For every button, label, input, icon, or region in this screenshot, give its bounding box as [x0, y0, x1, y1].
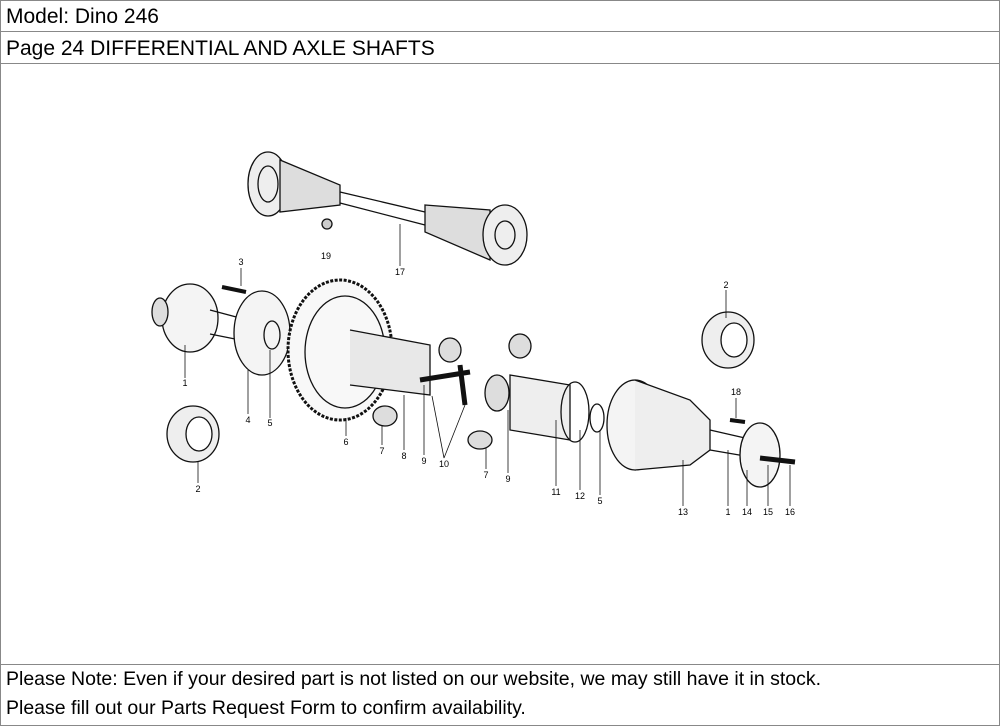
exploded-view-drawing	[151, 151, 796, 506]
callout-13: 13	[677, 507, 689, 517]
callout-6: 6	[343, 437, 349, 447]
callout-5: 5	[267, 418, 273, 428]
callout-3: 3	[238, 257, 244, 267]
footer-note: Please Note: Even if your desired part i…	[0, 664, 1000, 726]
callout-15: 15	[762, 507, 774, 517]
callout-5: 5	[597, 496, 603, 506]
callout-8: 8	[401, 451, 407, 461]
callout-14: 14	[741, 507, 753, 517]
callout-1: 1	[725, 507, 731, 517]
axle-shaft-drawing	[247, 151, 528, 266]
callout-16: 16	[784, 507, 796, 517]
model-title: Model: Dino 246	[0, 2, 1000, 32]
footer-line-1: Please Note: Even if your desired part i…	[6, 668, 822, 690]
page-title: Page 24 DIFFERENTIAL AND AXLE SHAFTS	[0, 34, 1000, 64]
callout-7: 7	[483, 470, 489, 480]
callout-9: 9	[421, 456, 427, 466]
callout-11: 11	[551, 487, 561, 497]
callout-18: 18	[730, 387, 742, 397]
callout-1: 1	[182, 378, 188, 388]
callout-2: 2	[723, 280, 729, 290]
callout-17: 17	[394, 267, 406, 277]
parts-diagram: 19 17 3 2 1 4 5 6 7 8 9 10 7 9 11 12 5 1…	[0, 66, 1000, 664]
callout-19: 19	[320, 251, 332, 261]
callout-4: 4	[245, 415, 251, 425]
callout-7: 7	[379, 446, 385, 456]
footer-line-2: Please fill out our Parts Request Form t…	[6, 697, 526, 719]
callout-9: 9	[505, 474, 511, 484]
callout-12: 12	[574, 491, 586, 501]
callout-10: 10	[438, 459, 450, 469]
callout-2: 2	[195, 484, 201, 494]
